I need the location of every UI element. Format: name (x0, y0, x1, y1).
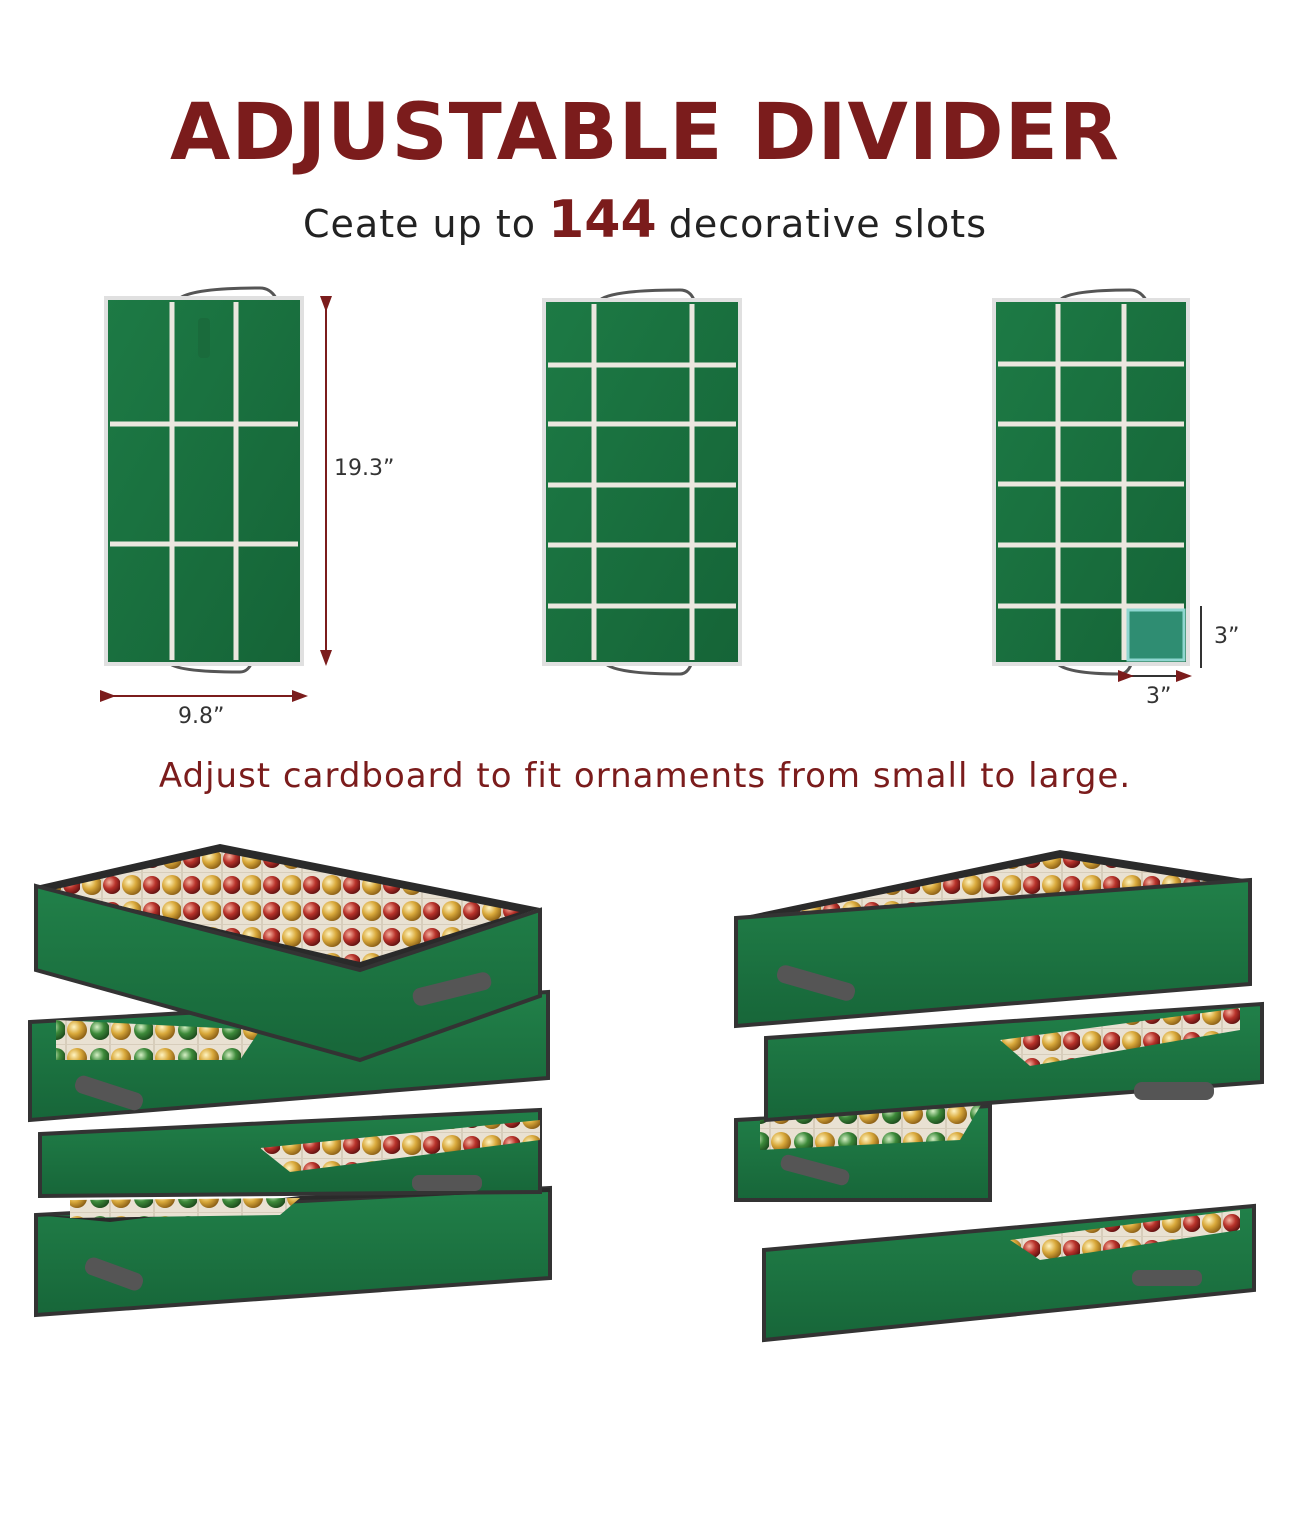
slot-width-label: 3” (1146, 684, 1172, 709)
organizer-layout-large (104, 286, 304, 674)
left-box-stack (28, 844, 552, 1318)
right-box-stack (734, 850, 1264, 1343)
subhead-suffix: decorative slots (668, 202, 987, 246)
layout-diagrams (100, 286, 1202, 702)
organizer-layout-medium (542, 288, 742, 676)
width-label: 9.8” (178, 704, 225, 729)
height-label: 19.3” (334, 456, 395, 481)
slot-count: 144 (548, 190, 657, 250)
subhead-prefix: Ceate up to (303, 202, 536, 246)
caption: Adjust cardboard to fit ornaments from s… (158, 756, 1132, 796)
highlighted-slot (1126, 608, 1186, 662)
headline: ADJUSTABLE DIVIDER (169, 88, 1120, 178)
slot-height-label: 3” (1214, 624, 1240, 649)
stacked-boxes-photo (28, 844, 1264, 1343)
subhead: Ceate up to 144 decorative slots (0, 190, 1290, 250)
organizer-layout-small (992, 288, 1202, 682)
